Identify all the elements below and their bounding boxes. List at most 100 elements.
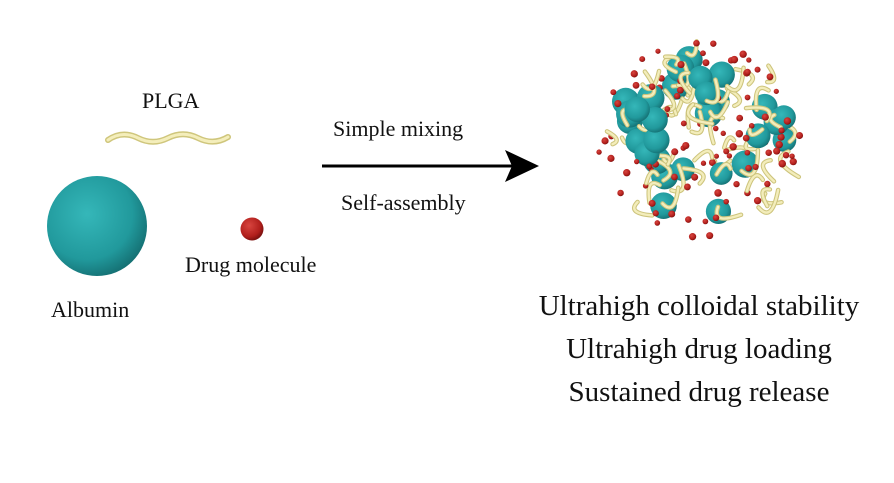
drug-molecule-icon [671, 173, 678, 181]
drug-molecule-icon [596, 149, 602, 155]
drug-molecule-icon [766, 73, 774, 81]
albumin-sphere-icon [709, 162, 733, 185]
plga-chain-highlight [757, 188, 780, 214]
drug-molecule-icon [671, 148, 679, 156]
drug-molecule-icon [684, 183, 691, 191]
plga-chain-highlight [693, 149, 714, 162]
drug-molecule-icon [677, 61, 685, 69]
plga-chain-highlight [605, 130, 618, 146]
plga-chain-highlight [715, 163, 732, 176]
drug-molecule-icon [634, 158, 640, 165]
drug-molecule-icon [789, 153, 795, 159]
plga-chain-highlight [725, 66, 745, 92]
drug-molecule-icon [664, 106, 671, 112]
plga-chain-highlight [745, 174, 765, 193]
plga-chain-highlight [748, 128, 764, 136]
drug-molecule-icon [735, 130, 744, 138]
drug-molecule-icon [676, 86, 684, 94]
plga-chain-highlight [690, 110, 704, 135]
plga-chain-highlight [715, 205, 743, 220]
plga-chain-highlight [633, 200, 654, 217]
drug-molecule-icon [713, 153, 720, 159]
property-item: Ultrahigh drug loading [566, 333, 832, 365]
drug-molecule-icon [654, 220, 661, 226]
plga-chain-highlight [744, 141, 759, 151]
drug-molecule-icon [607, 154, 615, 162]
plga-chain-highlight [766, 64, 776, 84]
albumin-sphere-icon [47, 176, 147, 276]
plga-chain-highlight [769, 113, 782, 129]
drug-molecule-icon [744, 68, 751, 76]
drug-molecule-icon [673, 92, 681, 100]
drug-molecule-icon [744, 94, 751, 101]
drug-molecule-icon [706, 232, 714, 240]
drug-molecule-icon [742, 134, 750, 142]
drug-molecule-icon [748, 122, 755, 129]
drug-molecule-icon [601, 137, 609, 145]
drug-molecule-icon [623, 169, 631, 177]
plga-chain-highlight [643, 70, 656, 98]
drug-molecule-icon [720, 130, 726, 137]
drug-molecule-icon [775, 140, 783, 149]
drug-molecule-icon [691, 173, 699, 181]
plga-chain-highlight [647, 181, 661, 205]
drug-molecule-icon [723, 198, 730, 205]
plga-chain-highlight [670, 164, 685, 193]
drug-molecule-icon [726, 153, 733, 159]
plga-chain-highlight [106, 132, 230, 144]
drug-molecule-icon [778, 127, 785, 134]
drug-molecule-icon [702, 218, 709, 225]
albumin-sphere-icon [643, 126, 670, 154]
plga-chain-highlight [679, 71, 692, 95]
drug-molecule-icon [796, 132, 804, 140]
property-list: Ultrahigh colloidal stability Ultrahigh … [505, 292, 893, 421]
plga-chain-highlight [761, 159, 776, 183]
nanoparticle-cluster-icon [596, 39, 804, 241]
drug-molecule-icon [655, 48, 661, 54]
drug-molecule-icon [610, 89, 617, 96]
drug-molecule-icon [639, 56, 646, 63]
drug-molecule-icon [753, 197, 762, 205]
drug-molecule-icon [777, 133, 785, 141]
drug-molecule-icon [652, 210, 659, 217]
plga-chain-highlight [723, 136, 736, 149]
drug-molecule-icon [773, 147, 781, 155]
plga-chain-highlight [740, 148, 760, 176]
plga-chain-highlight [661, 186, 680, 209]
drug-molecule-icon [744, 149, 751, 156]
drug-molecule-icon [700, 50, 706, 57]
drug-molecule-icon [702, 59, 710, 67]
right-arrow-icon [322, 150, 539, 182]
drug-molecule-icon [688, 233, 697, 241]
plga-chain-highlight [705, 78, 720, 104]
drug-molecule-icon [765, 149, 772, 157]
drug-molecule-icon [646, 163, 653, 170]
drug-molecule-icon [693, 39, 700, 47]
drug-molecule-icon [700, 160, 707, 166]
plga-chain-highlight [687, 103, 714, 125]
drug-molecule-icon [789, 158, 797, 166]
drug-molecule-icon [714, 189, 722, 197]
albumin-sphere-icon [624, 96, 650, 123]
plga-chain-highlight [645, 170, 659, 185]
drug-molecule-icon [739, 50, 747, 58]
property-item: Ultrahigh colloidal stability [538, 290, 860, 322]
drug-molecule-icon [630, 70, 638, 78]
drug-molecule-icon [680, 120, 687, 127]
drug-molecule-icon [745, 164, 752, 172]
drug-molecule-icon [730, 55, 739, 64]
drug-molecule-icon [752, 163, 759, 171]
drug-molecule-label: Drug molecule [185, 252, 317, 277]
drug-molecule-icon [761, 113, 769, 121]
process-top-label: Simple mixing [333, 116, 464, 141]
plga-chain-highlight [663, 55, 680, 66]
drug-molecule-icon [754, 66, 761, 73]
drug-molecule-icon [773, 88, 779, 94]
drug-molecule-icon [648, 199, 656, 207]
drug-molecule-icon [682, 141, 690, 150]
drug-molecule-icon [778, 159, 787, 168]
albumin-label: Albumin [51, 297, 130, 322]
property-item: Sustained drug release [568, 376, 830, 408]
drug-molecule-icon [708, 159, 716, 166]
